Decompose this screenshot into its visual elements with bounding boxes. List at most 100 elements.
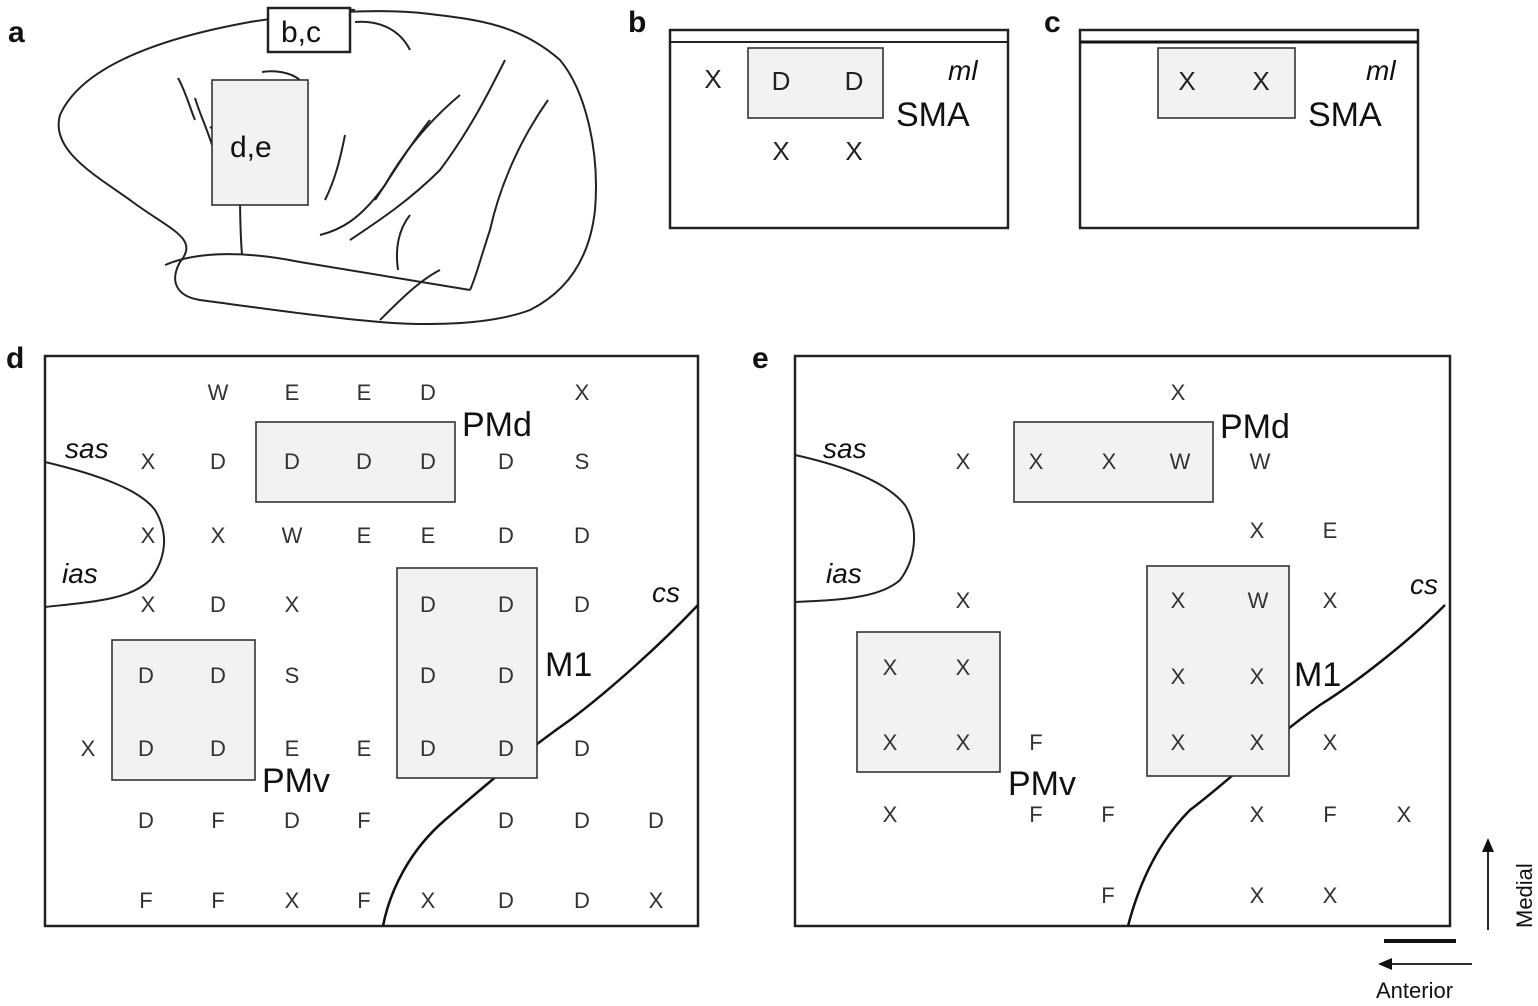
panel-letter-b: b — [628, 6, 646, 39]
panel_d-code: D — [138, 808, 154, 833]
panel_d-code: D — [210, 663, 226, 688]
panel-e-cs-label: cs — [1410, 569, 1438, 600]
panel_d-code: X — [649, 888, 664, 913]
panel_d-code: D — [574, 592, 590, 617]
panel-e-ias-label: ias — [826, 558, 862, 589]
panel_e-code: X — [883, 802, 898, 827]
panel-e-pmd-label: PMd — [1220, 408, 1290, 446]
panel-c-code: X — [1252, 66, 1269, 96]
panel_e-code: X — [1171, 664, 1186, 689]
panel-d-pmv-label: PMv — [262, 762, 330, 800]
panel-letter-a: a — [8, 16, 25, 49]
panel-e-pmv-label: PMv — [1008, 765, 1076, 803]
panel_d-code: X — [211, 523, 226, 548]
panel-d-pmd-label: PMd — [462, 406, 532, 444]
panel_d-code: D — [210, 449, 226, 474]
panel_e-code: W — [1250, 449, 1271, 474]
panel-d-pmd-box — [255, 421, 456, 503]
orientation-indicator: Medial Anterior — [1376, 838, 1537, 1003]
panel_d-code: D — [420, 449, 436, 474]
panel-e-m1-box — [1146, 565, 1290, 777]
panel_d-code: E — [357, 523, 372, 548]
panel_e-code: X — [1029, 449, 1044, 474]
panel_e-code: X — [1323, 588, 1338, 613]
panel_d-code: S — [575, 449, 590, 474]
anterior-label: Anterior — [1376, 978, 1453, 1003]
panel_e-code: W — [1248, 588, 1269, 613]
panel_e-code: X — [1171, 380, 1186, 405]
panel_d-code: W — [282, 523, 303, 548]
panel_d-code: D — [574, 736, 590, 761]
panel_e-code: X — [1397, 802, 1412, 827]
panel-e-pmv-box — [856, 631, 1001, 773]
panel_d-code: D — [420, 380, 436, 405]
panel-b-code: D — [845, 66, 864, 96]
panel_e-code: F — [1029, 730, 1042, 755]
panel-letter-d: d — [6, 342, 24, 375]
panel-b-code: X — [772, 136, 789, 166]
panel-c-sma-box — [1157, 47, 1296, 119]
panel_d-code: W — [208, 380, 229, 405]
anterior-arrow-head — [1378, 958, 1392, 970]
panel_d-code: D — [498, 663, 514, 688]
panel_e-code: X — [1102, 449, 1117, 474]
panel_d-code: D — [574, 523, 590, 548]
panel_d-code: D — [138, 663, 154, 688]
panel_d-code: X — [141, 523, 156, 548]
panel_e-code: X — [956, 655, 971, 680]
panel-d-arcuate-sulcus — [44, 461, 166, 608]
panel_d-code: E — [421, 523, 436, 548]
panel-e-pmd-box — [1013, 421, 1214, 503]
panel_e-code: X — [1250, 518, 1265, 543]
panel_e-code: X — [883, 730, 898, 755]
inset-label-de: d,e — [230, 131, 272, 164]
panel_d-code: F — [357, 888, 370, 913]
panel-b-sma-box — [747, 47, 884, 119]
panel_d-code: D — [356, 449, 372, 474]
panel_e-code: X — [1250, 730, 1265, 755]
panel-d-m1-box — [396, 567, 538, 779]
panel_e-code: F — [1101, 802, 1114, 827]
panel-b-code: X — [704, 64, 721, 94]
panel_d-code: E — [357, 736, 372, 761]
panel-c-sma-label: SMA — [1308, 96, 1382, 134]
panel_d-code: F — [211, 808, 224, 833]
brain-outline — [57, 8, 597, 326]
panel_d-code: E — [285, 380, 300, 405]
panel-e-sas-label: sas — [823, 433, 867, 464]
panel_d-code: X — [141, 449, 156, 474]
panel_d-code: D — [284, 449, 300, 474]
panel-d-sas-label: sas — [65, 433, 109, 464]
inset-box-de — [211, 79, 309, 206]
panel_d-code: D — [284, 808, 300, 833]
panel_e-code: X — [1171, 730, 1186, 755]
panel_e-code: F — [1323, 802, 1336, 827]
panel_d-code: X — [285, 592, 300, 617]
panel_e-code: F — [1101, 883, 1114, 908]
panel-d-m1-label: M1 — [545, 646, 592, 684]
panel-b-code: X — [845, 136, 862, 166]
panel_d-code: E — [285, 736, 300, 761]
panel-d-cs-label: cs — [652, 577, 680, 608]
panel_d-code: D — [498, 592, 514, 617]
panel_d-code: D — [648, 808, 664, 833]
panel_e-code: X — [1323, 883, 1338, 908]
panel_d-code: X — [575, 380, 590, 405]
panel-b-sma-label: SMA — [896, 96, 970, 134]
panel-e-arcuate-sulcus — [794, 454, 916, 603]
panel_d-code: D — [498, 808, 514, 833]
panel_e-code: X — [1250, 664, 1265, 689]
panel_e-code: F — [1029, 802, 1042, 827]
panel-d-ias-label: ias — [62, 558, 98, 589]
panel_e-code: X — [956, 730, 971, 755]
panel_d-code: D — [420, 663, 436, 688]
panel_e-code: X — [1250, 883, 1265, 908]
panel_d-code: E — [357, 380, 372, 405]
panel-e-m1-label: M1 — [1294, 656, 1341, 694]
inset-label-bc: b,c — [281, 16, 321, 49]
panel_e-code: X — [956, 588, 971, 613]
panel_d-code: D — [498, 888, 514, 913]
panel-c-code: X — [1178, 66, 1195, 96]
